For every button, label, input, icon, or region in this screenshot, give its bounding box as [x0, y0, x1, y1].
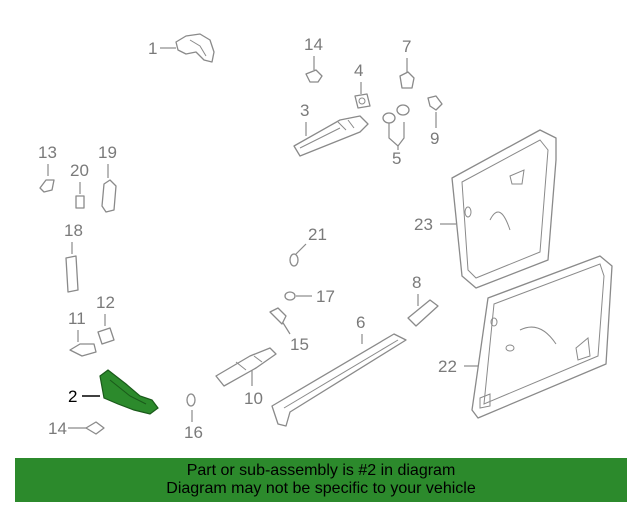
banner-line-1: Part or sub-assembly is #2 in diagram [186, 462, 456, 479]
part-14-top[interactable]: 14 [304, 35, 323, 83]
part-18[interactable]: 18 [64, 221, 83, 293]
callout-21: 21 [308, 225, 327, 244]
callout-4: 4 [354, 61, 363, 80]
part-3[interactable]: 3 [293, 101, 369, 157]
part-23[interactable]: 23 [414, 129, 557, 289]
callout-1: 1 [148, 39, 157, 58]
part-1[interactable]: 1 [148, 33, 215, 63]
callout-19: 19 [98, 143, 117, 162]
callout-8: 8 [412, 273, 421, 292]
callout-22: 22 [438, 357, 457, 376]
callout-17: 17 [316, 287, 335, 306]
banner-line-2: Diagram may not be specific to your vehi… [166, 480, 476, 497]
part-6[interactable]: 6 [271, 313, 407, 427]
part-14-bottom[interactable]: 14 [48, 419, 105, 438]
part-15[interactable]: 15 [269, 307, 309, 354]
info-banner: Part or sub-assembly is #2 in diagram Di… [15, 458, 627, 502]
callout-14-top: 14 [304, 35, 323, 54]
part-13[interactable]: 13 [38, 143, 57, 193]
part-4[interactable]: 4 [354, 61, 371, 109]
callout-23: 23 [414, 215, 433, 234]
part-10[interactable]: 10 [215, 347, 277, 408]
callout-2: 2 [68, 387, 77, 406]
callout-7: 7 [402, 37, 411, 56]
part-2-highlighted[interactable]: 2 [68, 369, 159, 415]
callout-9: 9 [430, 129, 439, 148]
callout-11: 11 [68, 309, 86, 328]
part-17[interactable]: 17 [284, 287, 335, 306]
callout-3: 3 [300, 101, 309, 120]
callout-20: 20 [70, 161, 89, 180]
part-19[interactable]: 19 [98, 143, 117, 213]
part-21[interactable]: 21 [289, 225, 327, 267]
callout-6: 6 [356, 313, 365, 332]
part-5[interactable]: 5 [382, 104, 410, 168]
callout-12: 12 [96, 293, 115, 312]
callout-13: 13 [38, 143, 57, 162]
callout-14-bottom: 14 [48, 419, 67, 438]
part-8[interactable]: 8 [407, 273, 439, 327]
part-12[interactable]: 12 [96, 293, 115, 345]
callout-15: 15 [290, 335, 309, 354]
part-16[interactable]: 16 [184, 393, 203, 442]
callout-10: 10 [244, 389, 263, 408]
part-22[interactable]: 22 [438, 255, 613, 419]
callout-16: 16 [184, 423, 203, 442]
part-20[interactable]: 20 [70, 161, 89, 209]
part-9[interactable]: 9 [427, 95, 443, 148]
part-7[interactable]: 7 [399, 37, 415, 89]
part-11[interactable]: 11 [68, 309, 97, 357]
callout-18: 18 [64, 221, 83, 240]
callout-5: 5 [392, 149, 401, 168]
